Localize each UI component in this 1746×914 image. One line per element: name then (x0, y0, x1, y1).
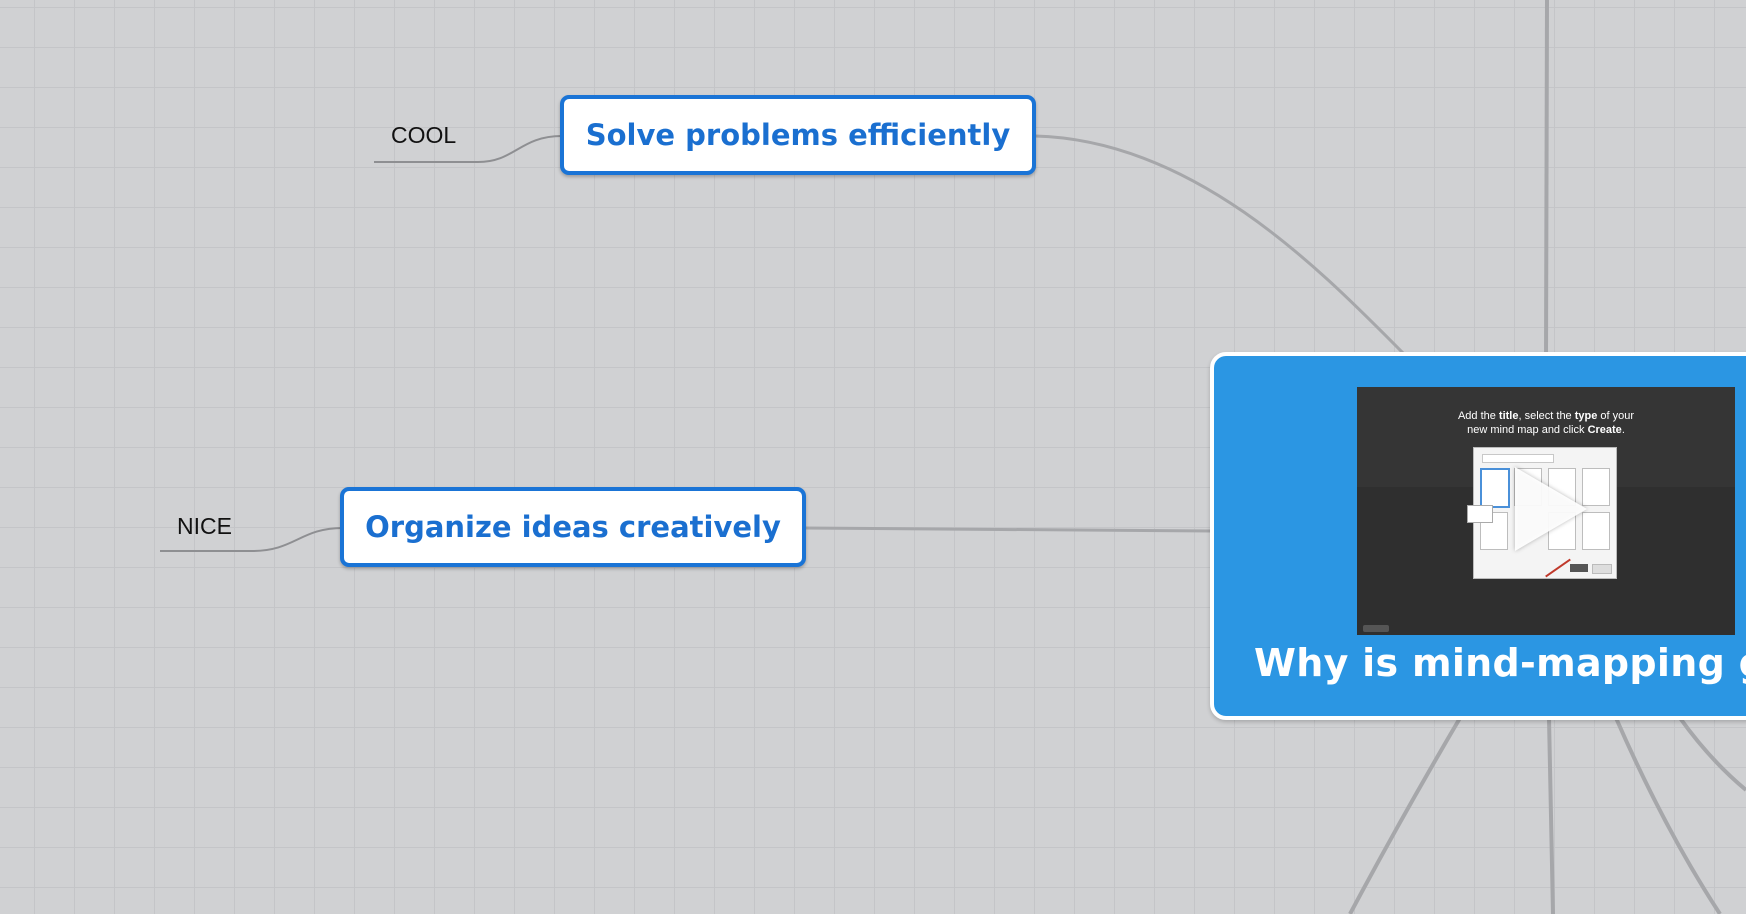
video-side-note (1467, 505, 1493, 523)
central-topic-title: Why is mind-mapping gr (1254, 641, 1746, 685)
topic-text: Solve problems efficiently (585, 118, 1011, 152)
connector-organize-to-label (160, 527, 344, 552)
topic-label-nice[interactable]: NICE (177, 513, 232, 539)
connector-central-to-solve (1034, 134, 1412, 362)
connector-trunk-top (1544, 0, 1549, 361)
play-icon[interactable] (1515, 467, 1587, 551)
topic-organize-ideas[interactable]: Organize ideas creatively (340, 487, 806, 567)
connector-lower-right (1678, 716, 1746, 792)
topic-text: Organize ideas creatively (365, 510, 781, 544)
dialog-cancel-button (1592, 564, 1612, 574)
connector-lower-left (1348, 716, 1462, 914)
video-tip-text: Add the title, select the type of your n… (1457, 410, 1635, 436)
connector-trunk-bottom (1547, 717, 1555, 914)
dialog-create-button (1570, 564, 1588, 572)
topic-solve-problems[interactable]: Solve problems efficiently (560, 95, 1036, 175)
connector-lower-mid (1614, 717, 1722, 914)
central-topic[interactable]: Add the title, select the type of your n… (1210, 352, 1746, 720)
topic-label-cool[interactable]: COOL (391, 122, 457, 148)
dialog-title-field (1482, 454, 1554, 463)
connector-central-to-organize (803, 526, 1213, 533)
connector-solve-to-label (374, 135, 563, 163)
dialog-thumb (1480, 468, 1510, 508)
video-badge (1363, 625, 1389, 632)
video-thumbnail[interactable]: Add the title, select the type of your n… (1357, 387, 1735, 635)
